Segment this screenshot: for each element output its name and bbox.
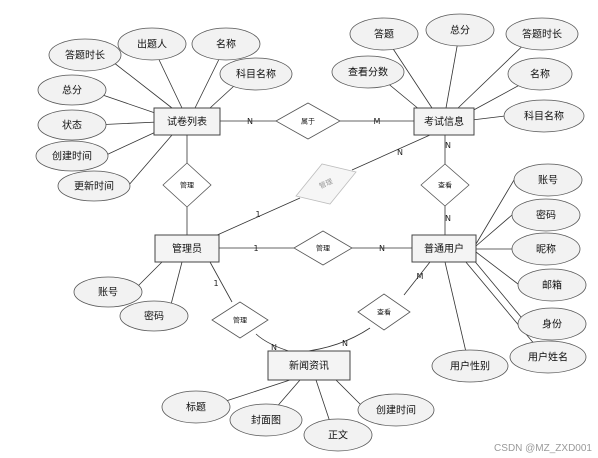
attr-paper-author: 出题人 bbox=[137, 38, 167, 51]
attr-paper-created: 创建时间 bbox=[52, 150, 92, 163]
edge-user-password bbox=[475, 214, 513, 247]
attr-news-created: 创建时间 bbox=[376, 404, 416, 417]
attr-user-nickname: 昵称 bbox=[536, 243, 556, 256]
attr-admin-account: 账号 bbox=[98, 287, 118, 299]
relation-user-news: 查看 bbox=[357, 293, 411, 331]
attr-exam-duration: 答题时长 bbox=[522, 28, 562, 41]
card-user-news-top: M bbox=[417, 272, 424, 281]
card-admin-news-top: 1 bbox=[213, 279, 218, 288]
card-paper-exam-right: M bbox=[374, 117, 381, 126]
edge-admin-rel-ghost bbox=[214, 197, 301, 237]
card-user-exam-bottom: N bbox=[445, 214, 451, 223]
attr-admin-password: 密码 bbox=[144, 310, 164, 323]
attr-user-realname: 用户姓名 bbox=[528, 351, 568, 364]
attr-user-gender: 用户性别 bbox=[450, 360, 490, 373]
card-admin-user-left: 1 bbox=[253, 244, 258, 253]
entity-user-label: 普通用户 bbox=[424, 242, 464, 255]
attr-user-email: 邮箱 bbox=[542, 279, 562, 292]
attr-exam-viewscore: 查看分数 bbox=[348, 66, 388, 79]
edge-user-gender bbox=[444, 261, 467, 353]
attr-exam-name: 名称 bbox=[530, 68, 550, 81]
edge-user-email bbox=[475, 251, 519, 285]
edge-news-created bbox=[335, 379, 363, 407]
attributes-exam: 答题 总分 答题时长 查看分数 名称 科目名称 bbox=[331, 13, 585, 133]
edge-rel-news2-news bbox=[299, 327, 371, 353]
attr-paper-subject: 科目名称 bbox=[236, 68, 276, 81]
relation-admin-paper-label: 管理 bbox=[180, 181, 194, 190]
card-admin-exam-right: N bbox=[397, 148, 403, 157]
relation-admin-user-label: 管理 bbox=[316, 244, 330, 253]
attr-exam-answer: 答题 bbox=[374, 28, 394, 41]
attributes-admin: 账号 密码 bbox=[73, 276, 189, 332]
relation-admin-news: 管理 bbox=[211, 301, 269, 339]
edge-user-identity bbox=[471, 257, 527, 324]
edge-rel-ghost-exam bbox=[351, 134, 431, 171]
attributes-user: 账号 密码 昵称 邮箱 身份 用户姓名 用户性别 bbox=[431, 163, 587, 383]
relation-admin-user: 管理 bbox=[293, 230, 353, 266]
attr-paper-status: 状态 bbox=[62, 119, 82, 132]
attr-user-account: 账号 bbox=[538, 175, 558, 187]
relation-admin-paper: 管理 bbox=[162, 162, 212, 208]
attributes-news: 标题 封面图 正文 创建时间 bbox=[161, 390, 435, 452]
attr-exam-total: 总分 bbox=[450, 24, 470, 37]
attr-user-password: 密码 bbox=[536, 209, 556, 222]
entity-exam-info: 考试信息 bbox=[413, 107, 475, 136]
edge-exam-subject bbox=[471, 115, 506, 121]
entity-news-label: 新闻资讯 bbox=[289, 359, 329, 372]
edge-news-title bbox=[225, 379, 291, 402]
attr-exam-subject: 科目名称 bbox=[524, 110, 564, 123]
entity-user: 普通用户 bbox=[411, 234, 477, 263]
relation-belong: 属于 bbox=[275, 102, 341, 140]
card-user-exam-top: N bbox=[445, 141, 451, 150]
relation-belong-label: 属于 bbox=[301, 118, 315, 126]
relation-user-exam: 查看 bbox=[420, 163, 470, 207]
entity-paper-list: 试卷列表 bbox=[153, 107, 221, 136]
attr-paper-updated: 更新时间 bbox=[74, 180, 114, 193]
attr-paper-name: 名称 bbox=[216, 38, 236, 51]
attr-user-identity: 身份 bbox=[542, 318, 562, 331]
entity-news: 新闻资讯 bbox=[267, 350, 351, 381]
attr-paper-duration: 答题时长 bbox=[65, 49, 105, 62]
edge-paper-updated bbox=[127, 134, 173, 187]
edge-user-account bbox=[475, 179, 515, 245]
edge-paper-created bbox=[103, 129, 161, 157]
edge-user-rel-news bbox=[403, 261, 431, 296]
relation-user-exam-label: 查看 bbox=[438, 181, 452, 190]
attr-news-body: 正文 bbox=[328, 429, 348, 442]
relation-admin-news-label: 管理 bbox=[233, 316, 247, 325]
edge-admin-rel-news bbox=[209, 261, 233, 303]
relation-admin-exam: 管理 bbox=[295, 163, 357, 205]
relation-user-news-label: 查看 bbox=[377, 308, 391, 317]
entity-paper-list-label: 试卷列表 bbox=[167, 115, 207, 128]
cardinality-labels: N M 1 N 1 N N N 1 N M N bbox=[213, 117, 451, 352]
watermark: CSDN @MZ_ZXD001 bbox=[494, 443, 592, 454]
attr-news-title: 标题 bbox=[186, 402, 206, 414]
entity-admin: 管理员 bbox=[154, 234, 220, 263]
card-admin-user-right: N bbox=[379, 244, 385, 253]
edge-news-body bbox=[315, 379, 331, 423]
attr-paper-total: 总分 bbox=[62, 84, 82, 97]
card-admin-exam-left: 1 bbox=[255, 210, 260, 219]
card-paper-exam-left: N bbox=[247, 117, 253, 126]
card-admin-news-bottom: N bbox=[271, 343, 277, 352]
entity-admin-label: 管理员 bbox=[172, 242, 202, 255]
attributes-paper: 答题时长 出题人 名称 总分 科目名称 状态 创建时间 更新时间 bbox=[35, 27, 293, 202]
card-user-news-bottom: N bbox=[342, 339, 348, 348]
attr-news-cover: 封面图 bbox=[251, 414, 281, 427]
entity-exam-info-label: 考试信息 bbox=[424, 115, 464, 128]
